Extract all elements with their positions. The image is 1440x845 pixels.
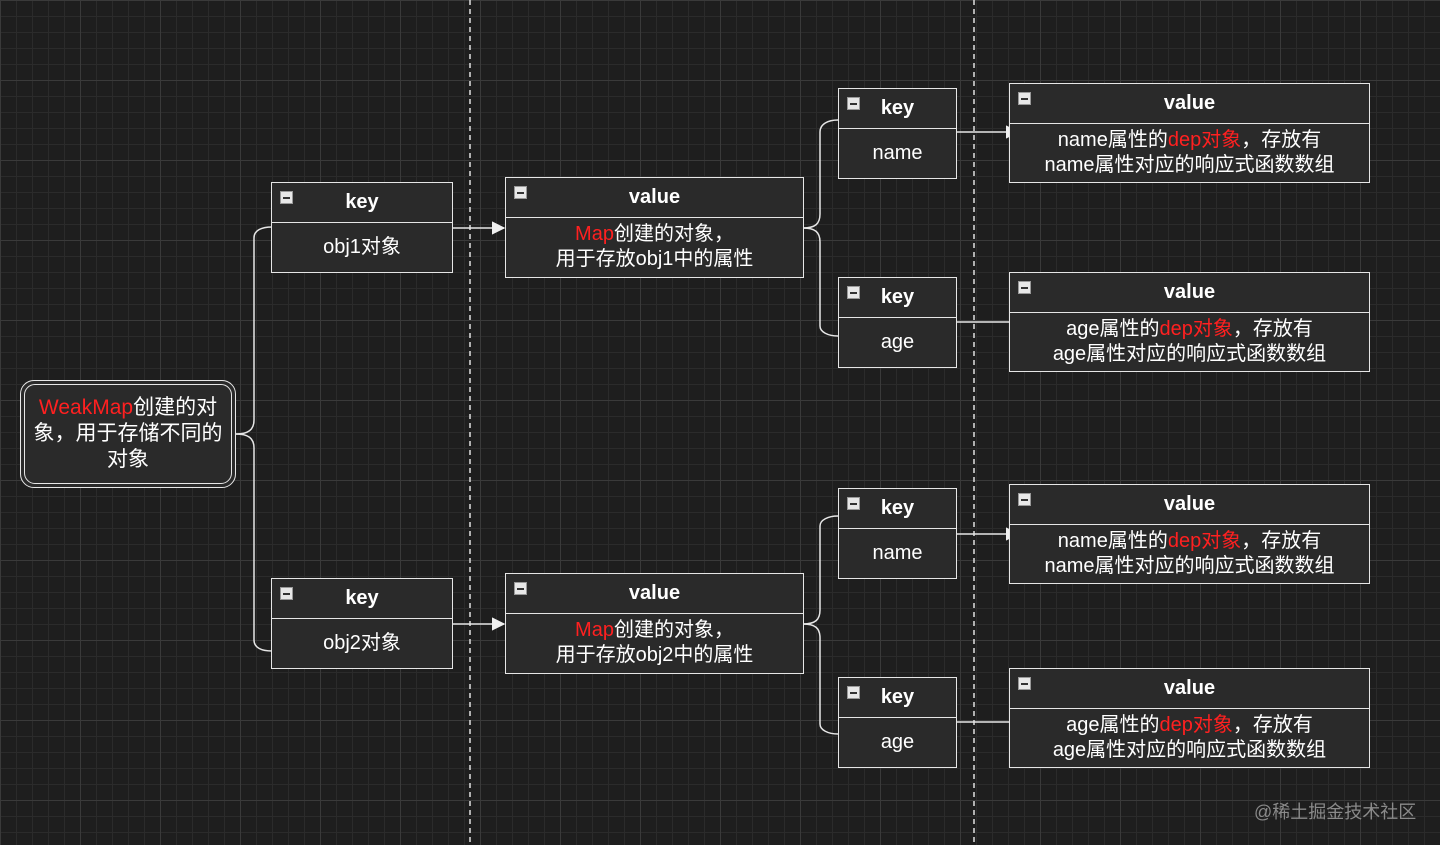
dep-highlight: dep对象	[1159, 317, 1233, 340]
node-text-pre: name属性的	[1057, 529, 1168, 552]
node-header: key	[345, 587, 379, 609]
node-header: value	[1163, 281, 1216, 303]
node-text-post: ，存放有	[1232, 317, 1313, 340]
collapse-toggle-icon[interactable]	[1018, 677, 1031, 690]
collapse-toggle-icon[interactable]	[1018, 281, 1031, 294]
node-header: key	[880, 497, 915, 519]
node-text-line2: age属性对应的响应式函数数组	[1052, 738, 1327, 761]
collapse-toggle-icon[interactable]	[847, 286, 860, 299]
node-text: name	[872, 141, 923, 164]
collapse-toggle-icon[interactable]	[514, 582, 527, 595]
tree-connector	[235, 433, 273, 652]
node-text-pre: age属性的	[1066, 317, 1160, 340]
obj1-map-value-node[interactable]: value Map创建的对象， 用于存放obj1中的属性	[505, 177, 804, 278]
node-header: key	[880, 686, 915, 708]
tree-connector	[802, 227, 839, 337]
node-text-line2: age属性对应的响应式函数数组	[1052, 342, 1327, 365]
map-highlight: Map	[575, 619, 614, 641]
obj1-key-node[interactable]: key obj1对象	[271, 182, 453, 273]
node-text: obj1对象	[323, 235, 401, 258]
collapse-toggle-icon[interactable]	[280, 587, 293, 600]
weakmap-root-label: WeakMap创建的对象，用于存储不同的对象	[29, 395, 227, 473]
node-text: name	[872, 541, 923, 564]
node-text-pre: age属性的	[1066, 713, 1160, 736]
collapse-toggle-icon[interactable]	[1018, 493, 1031, 506]
tree-connector	[802, 623, 839, 735]
node-header: value	[628, 186, 681, 208]
node-text-line2: name属性对应的响应式函数数组	[1044, 554, 1335, 577]
collapse-toggle-icon[interactable]	[280, 191, 293, 204]
name-dep-value-node[interactable]: value name属性的dep对象，存放有 name属性对应的响应式函数数组	[1009, 83, 1370, 183]
collapse-toggle-icon[interactable]	[847, 97, 860, 110]
node-text-line1: 创建的对象，	[613, 223, 734, 245]
node-text-line1: 创建的对象，	[613, 619, 734, 641]
node-header: value	[628, 582, 681, 604]
age-key-node[interactable]: key age	[838, 277, 957, 368]
node-text-line2: 用于存放obj2中的属性	[555, 644, 754, 666]
node-header: value	[1163, 493, 1216, 515]
node-text-line2: 用于存放obj1中的属性	[555, 248, 754, 270]
collapse-toggle-icon[interactable]	[847, 497, 860, 510]
age-dep-value-node[interactable]: value age属性的dep对象，存放有 age属性对应的响应式函数数组	[1009, 668, 1370, 768]
node-header: value	[1163, 92, 1216, 114]
obj2-map-value-node[interactable]: value Map创建的对象， 用于存放obj2中的属性	[505, 573, 804, 674]
tree-connector	[802, 515, 839, 625]
node-header: key	[880, 286, 915, 308]
node-text-post: ，存放有	[1241, 529, 1322, 552]
collapse-toggle-icon[interactable]	[847, 686, 860, 699]
node-header: key	[880, 97, 915, 119]
collapse-toggle-icon[interactable]	[514, 186, 527, 199]
tree-connector	[802, 119, 839, 229]
weakmap-description: 创建的对象，用于存储不同的对象	[33, 396, 223, 471]
node-text-line2: name属性对应的响应式函数数组	[1044, 153, 1335, 176]
weakmap-highlight: WeakMap	[38, 396, 134, 419]
collapse-toggle-icon[interactable]	[1018, 92, 1031, 105]
tree-connector	[235, 226, 273, 435]
age-key-node[interactable]: key age	[838, 677, 957, 768]
dep-highlight: dep对象	[1159, 713, 1233, 736]
node-header: value	[1163, 677, 1216, 699]
dep-highlight: dep对象	[1167, 529, 1242, 552]
name-key-node[interactable]: key name	[838, 488, 957, 579]
node-text-pre: name属性的	[1057, 128, 1168, 151]
obj2-key-node[interactable]: key obj2对象	[271, 578, 453, 669]
node-text: age	[880, 330, 915, 353]
node-header: key	[345, 191, 379, 213]
dep-highlight: dep对象	[1167, 128, 1242, 151]
node-text-post: ，存放有	[1232, 713, 1313, 736]
name-key-node[interactable]: key name	[838, 88, 957, 179]
age-dep-value-node[interactable]: value age属性的dep对象，存放有 age属性对应的响应式函数数组	[1009, 272, 1370, 372]
node-text: obj2对象	[323, 631, 401, 654]
node-text-post: ，存放有	[1241, 128, 1322, 151]
name-dep-value-node[interactable]: value name属性的dep对象，存放有 name属性对应的响应式函数数组	[1009, 484, 1370, 584]
map-highlight: Map	[575, 223, 614, 245]
node-text: age	[880, 730, 915, 753]
watermark: @稀土掘金技术社区	[1254, 802, 1417, 822]
weakmap-root-node[interactable]: WeakMap创建的对象，用于存储不同的对象	[20, 380, 236, 488]
